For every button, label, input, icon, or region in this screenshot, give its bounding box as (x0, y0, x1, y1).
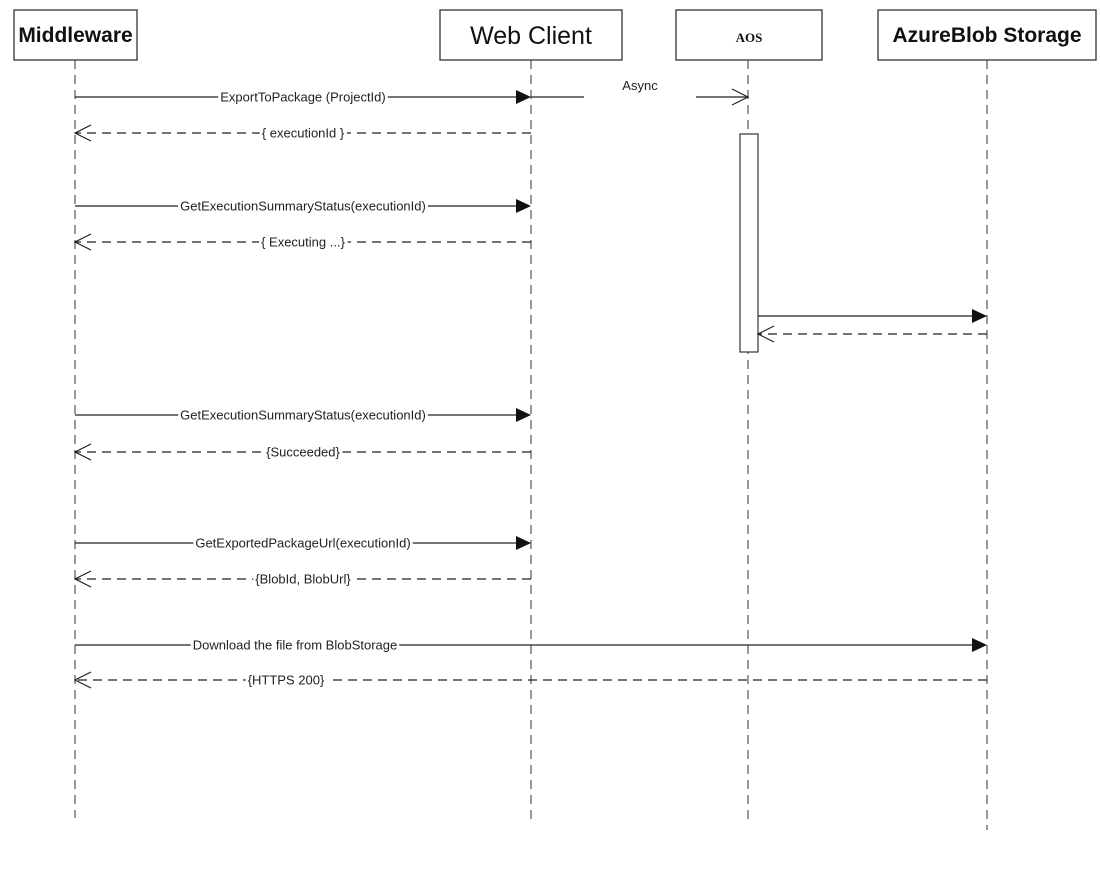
message-arrowhead-blob-to-aos (756, 325, 775, 343)
actor-box-middleware (13, 9, 138, 61)
actor-label-webclient: Web Client (470, 22, 592, 50)
message-return-https: {HTTPS 200} (73, 671, 987, 689)
message-label-bg-return-executing (259, 233, 348, 251)
message-return-blob: {BlobId, BlobUrl} (73, 570, 531, 588)
actor-box-blob (877, 9, 1097, 61)
actor-middleware: Middleware (13, 9, 138, 61)
message-label-bg-return-blob (253, 570, 354, 588)
message-label-async-call: Async (622, 78, 658, 93)
message-label-bg-get-status-1 (178, 197, 428, 215)
message-blob-to-aos (756, 325, 987, 343)
message-label-get-status-2: GetExecutionSummaryStatus(executionId) (180, 408, 426, 423)
message-arrowhead-get-status-2 (516, 408, 531, 422)
message-arrowhead-return-execution-id (73, 124, 92, 142)
message-arrowhead-async-call (731, 88, 750, 106)
actor-box-webclient (439, 9, 623, 61)
message-label-bg-async-call (584, 77, 696, 100)
message-label-return-succeeded: {Succeeded} (266, 445, 340, 460)
message-label-bg-return-execution-id (259, 124, 347, 142)
message-label-return-execution-id: { executionId } (262, 126, 345, 141)
message-get-status-2: GetExecutionSummaryStatus(executionId) (75, 406, 531, 424)
actor-webclient: Web Client (439, 9, 623, 61)
message-label-bg-return-succeeded (264, 443, 343, 461)
message-label-return-blob: {BlobId, BlobUrl} (255, 572, 351, 587)
message-export-to-package: ExportToPackage (ProjectId) (75, 88, 531, 106)
message-arrowhead-aos-to-blob (972, 309, 987, 323)
message-download-file: Download the file from BlobStorage (75, 636, 987, 654)
message-label-bg-get-status-2 (178, 406, 428, 424)
message-arrowhead-return-executing (73, 233, 92, 251)
message-async-call: Async (531, 77, 750, 106)
message-label-bg-return-https (245, 671, 327, 689)
message-return-executing: { Executing ...} (73, 233, 531, 251)
message-arrowhead-export-to-package (516, 90, 531, 104)
message-get-status-1: GetExecutionSummaryStatus(executionId) (75, 197, 531, 215)
message-label-return-executing: { Executing ...} (261, 235, 345, 250)
message-aos-to-blob (758, 309, 987, 323)
message-label-return-https: {HTTPS 200} (248, 673, 325, 688)
message-label-export-to-package: ExportToPackage (ProjectId) (220, 90, 385, 105)
message-label-download-file: Download the file from BlobStorage (193, 638, 398, 653)
actor-label-middleware: Middleware (18, 24, 132, 47)
actor-label-blob: AzureBlob Storage (892, 24, 1081, 47)
actor-aos: AOS (675, 9, 823, 61)
actor-label-aos: AOS (736, 30, 763, 45)
message-arrowhead-download-file (972, 638, 987, 652)
actor-blob: AzureBlob Storage (877, 9, 1097, 61)
message-arrowhead-get-status-1 (516, 199, 531, 213)
message-return-execution-id: { executionId } (73, 124, 531, 142)
message-get-package-url: GetExportedPackageUrl(executionId) (75, 534, 531, 552)
message-label-bg-get-package-url (193, 534, 413, 552)
message-label-get-status-1: GetExecutionSummaryStatus(executionId) (180, 199, 426, 214)
message-label-get-package-url: GetExportedPackageUrl(executionId) (195, 536, 410, 551)
message-label-bg-download-file (190, 636, 400, 654)
message-label-bg-export-to-package (218, 88, 388, 106)
message-arrowhead-return-blob (73, 570, 92, 588)
aos-activation-bar (739, 133, 759, 353)
message-arrowhead-return-https (73, 671, 92, 689)
message-arrowhead-get-package-url (516, 536, 531, 550)
message-return-succeeded: {Succeeded} (73, 443, 531, 461)
actor-box-aos (675, 9, 823, 61)
message-arrowhead-return-succeeded (73, 443, 92, 461)
